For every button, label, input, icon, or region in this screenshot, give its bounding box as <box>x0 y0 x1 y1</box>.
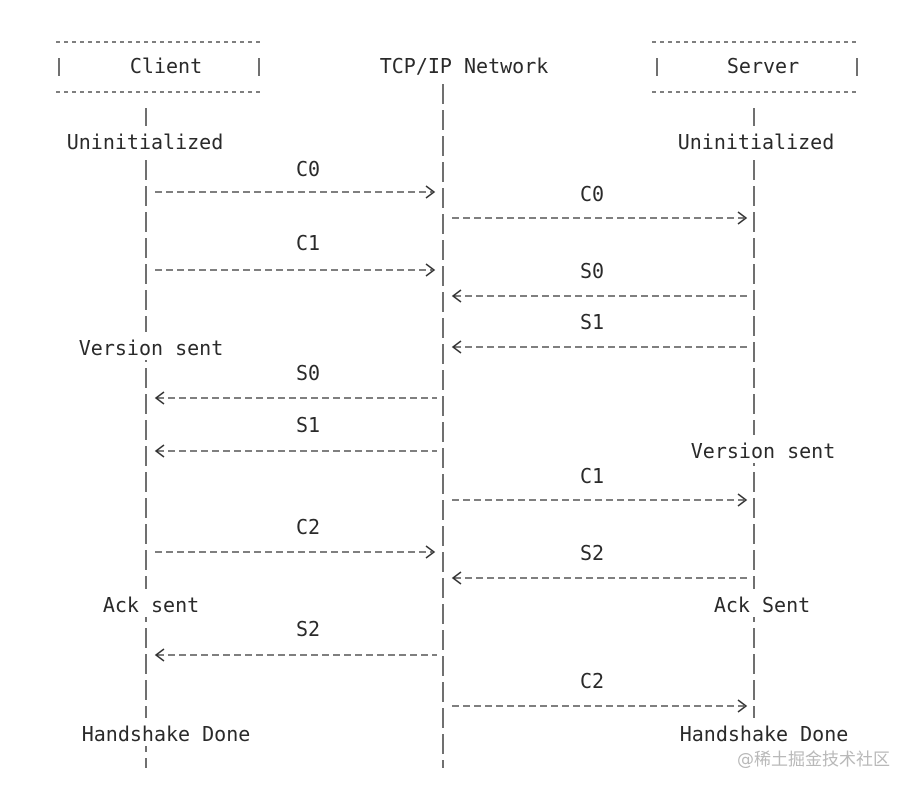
arrow-head <box>737 211 748 225</box>
client-state-version-sent: Version sent <box>79 336 224 360</box>
arrow-head <box>154 648 165 662</box>
client-label: Client <box>130 54 202 78</box>
message-label: C0 <box>580 182 604 206</box>
message: S2 <box>451 541 748 585</box>
message: C1 <box>155 231 436 277</box>
arrow-head <box>425 263 436 277</box>
arrow-head <box>451 571 462 585</box>
server-state-handshake-done: Handshake Done <box>680 722 849 746</box>
message: C2 <box>452 669 748 713</box>
arrow-head <box>451 289 462 303</box>
arrow-head <box>425 545 436 559</box>
message-label: C2 <box>580 669 604 693</box>
message: C1 <box>452 464 748 507</box>
client-box: Client <box>56 41 262 93</box>
message: C0 <box>452 182 748 225</box>
message-label: S1 <box>580 310 604 334</box>
server-state-uninitialized: Uninitialized <box>678 130 835 154</box>
message-label: S0 <box>580 259 604 283</box>
message-label: C0 <box>296 157 320 181</box>
client-state-handshake-done: Handshake Done <box>82 722 251 746</box>
server-box: Server <box>652 41 860 93</box>
arrow-head <box>154 391 165 405</box>
message: S0 <box>451 259 748 303</box>
message-label: C1 <box>580 464 604 488</box>
message-label: S2 <box>296 617 320 641</box>
client-state-bg <box>90 589 212 617</box>
client-state-ack-sent: Ack sent <box>103 593 199 617</box>
arrow-head <box>737 493 748 507</box>
server-label: Server <box>727 54 799 78</box>
arrow-head <box>154 444 165 458</box>
server-state-bg <box>672 435 852 463</box>
message: C0 <box>155 157 436 199</box>
client-state-bg <box>60 332 240 360</box>
client-state-uninitialized: Uninitialized <box>67 130 224 154</box>
network-label: TCP/IP Network <box>380 54 549 78</box>
message: S0 <box>154 361 437 405</box>
server-state-version-sent: Version sent <box>691 439 836 463</box>
server-state-bg <box>658 126 854 154</box>
message-label: S2 <box>580 541 604 565</box>
arrow-head <box>451 340 462 354</box>
arrow-head <box>737 699 748 713</box>
message: S2 <box>154 617 437 662</box>
client-state-bg <box>46 126 242 154</box>
server-state-ack-sent: Ack Sent <box>714 593 810 617</box>
arrow-head <box>425 185 436 199</box>
message: C2 <box>155 515 436 559</box>
server-state-bg <box>700 589 824 617</box>
watermark: @稀土掘金技术社区 <box>737 750 890 770</box>
message-label: C1 <box>296 231 320 255</box>
client-state-bg <box>60 718 272 746</box>
message-label: S1 <box>296 413 320 437</box>
watermark-bg <box>724 744 896 770</box>
message: S1 <box>451 310 748 354</box>
server-state-bg <box>658 718 870 746</box>
message: S1 <box>154 413 437 458</box>
message-label: C2 <box>296 515 320 539</box>
message-label: S0 <box>296 361 320 385</box>
